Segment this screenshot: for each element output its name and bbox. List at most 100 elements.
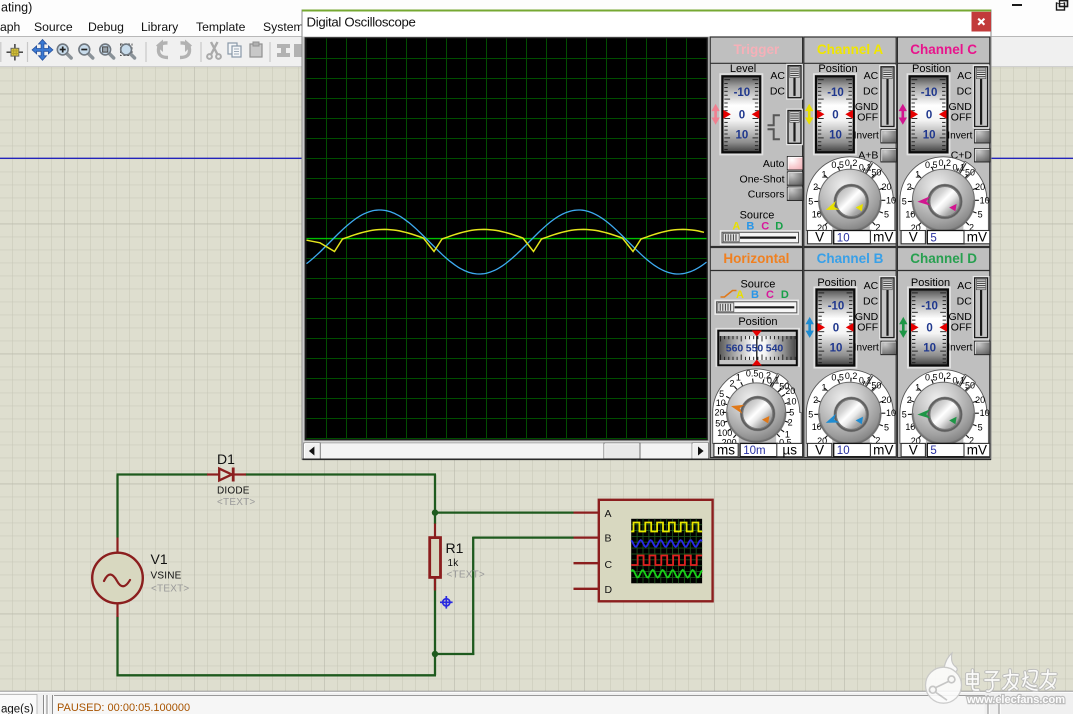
svg-text:mV: mV (873, 442, 893, 457)
svg-text:10: 10 (905, 209, 915, 219)
svg-text:OFF: OFF (951, 112, 972, 124)
svg-text:20: 20 (817, 223, 827, 233)
svg-text:50: 50 (965, 381, 975, 391)
svg-text:0.5: 0.5 (831, 160, 844, 170)
svg-text:10: 10 (830, 342, 843, 354)
svg-text:www.elecfans.com: www.elecfans.com (966, 694, 1065, 706)
svg-text:<TEXT>: <TEXT> (447, 570, 485, 581)
svg-text:20: 20 (785, 386, 795, 396)
svg-text:Invert: Invert (947, 131, 972, 142)
svg-text:GND: GND (948, 101, 972, 113)
svg-text:0.1: 0.1 (952, 163, 965, 173)
svg-text:5: 5 (930, 232, 936, 244)
svg-text:1k: 1k (448, 558, 460, 569)
svg-text:0: 0 (926, 109, 932, 121)
svg-text:<TEXT>: <TEXT> (217, 497, 255, 508)
svg-text:10m: 10m (743, 445, 765, 457)
svg-text:B: B (605, 533, 612, 545)
svg-text:AC: AC (770, 70, 785, 82)
svg-text:PAUSED: 00:00:05.100000: PAUSED: 00:00:05.100000 (57, 702, 190, 714)
svg-text:C: C (605, 559, 613, 571)
svg-text:GND: GND (948, 311, 972, 323)
svg-text:1: 1 (785, 429, 790, 439)
svg-text:540: 540 (766, 342, 784, 354)
svg-text:Source: Source (740, 278, 775, 290)
svg-text:VSINE: VSINE (151, 571, 182, 582)
svg-text:5: 5 (930, 445, 936, 457)
svg-text:Invert: Invert (854, 342, 879, 353)
svg-text:D1: D1 (217, 451, 235, 467)
svg-text:OFF: OFF (951, 322, 972, 334)
svg-text:2: 2 (969, 435, 974, 445)
svg-text:20: 20 (975, 395, 985, 405)
svg-text:Trigger: Trigger (734, 42, 781, 57)
svg-text:DC: DC (863, 296, 879, 308)
svg-text:0.1: 0.1 (859, 375, 872, 385)
svg-text:OFF: OFF (857, 322, 878, 334)
svg-text:mV: mV (967, 230, 987, 245)
svg-text:10: 10 (837, 232, 850, 244)
svg-text:1: 1 (736, 373, 741, 383)
svg-text:Channel A: Channel A (817, 42, 884, 57)
svg-text:aph: aph (0, 20, 20, 34)
svg-text:200: 200 (722, 437, 737, 447)
svg-text:50: 50 (779, 381, 789, 391)
svg-text:Horizontal: Horizontal (723, 251, 789, 266)
svg-text:10: 10 (905, 422, 915, 432)
svg-text:age(s): age(s) (1, 704, 34, 714)
svg-text:Auto: Auto (763, 158, 785, 170)
svg-text:5: 5 (902, 197, 907, 207)
svg-text:Position: Position (817, 277, 856, 289)
svg-text:V: V (815, 442, 824, 457)
svg-text:D: D (781, 289, 789, 301)
svg-text:1: 1 (915, 170, 920, 180)
svg-text:R1: R1 (446, 540, 464, 556)
svg-text:Library: Library (141, 20, 179, 34)
svg-text:5: 5 (808, 410, 813, 420)
svg-text:Digital Oscilloscope: Digital Oscilloscope (307, 15, 416, 30)
svg-text:10: 10 (829, 129, 842, 141)
svg-text:0.5: 0.5 (925, 373, 938, 383)
svg-text:V1: V1 (151, 551, 168, 567)
svg-text:A: A (736, 289, 744, 301)
svg-text:0.5: 0.5 (779, 438, 792, 448)
svg-text:0: 0 (926, 322, 932, 334)
svg-text:B: B (751, 289, 759, 301)
svg-text:0.1: 0.1 (952, 375, 965, 385)
svg-text:Position: Position (818, 63, 857, 75)
svg-text:Source: Source (34, 20, 73, 34)
svg-text:Position: Position (738, 316, 777, 328)
svg-text:-10: -10 (921, 87, 938, 99)
svg-text:2: 2 (907, 395, 912, 405)
svg-text:560: 560 (726, 342, 744, 354)
svg-text:µs: µs (782, 442, 797, 457)
svg-text:DC: DC (863, 86, 879, 98)
svg-text:10: 10 (923, 342, 936, 354)
svg-text:Template: Template (196, 20, 246, 34)
svg-text:0.2: 0.2 (938, 158, 951, 168)
svg-text:0: 0 (833, 322, 839, 334)
svg-text:10: 10 (923, 129, 936, 141)
svg-text:DC: DC (957, 296, 973, 308)
svg-text:V: V (909, 442, 918, 457)
svg-text:5: 5 (719, 389, 724, 399)
svg-text:0.5: 0.5 (831, 373, 844, 383)
svg-text:C: C (766, 289, 774, 301)
svg-text:A: A (732, 221, 740, 233)
svg-text:<TEXT>: <TEXT> (151, 584, 189, 595)
svg-text:Cursors: Cursors (748, 189, 785, 201)
svg-text:10: 10 (980, 408, 990, 418)
svg-text:Position: Position (912, 63, 951, 75)
svg-text:5: 5 (978, 209, 983, 219)
svg-text:-10: -10 (828, 300, 845, 312)
svg-text:AC: AC (957, 280, 972, 292)
svg-text:DC: DC (770, 86, 786, 98)
svg-text:Channel D: Channel D (910, 251, 977, 266)
svg-text:2: 2 (813, 395, 818, 405)
svg-text:Channel C: Channel C (910, 42, 977, 57)
svg-text:DC: DC (957, 86, 973, 98)
svg-text:0.5: 0.5 (925, 160, 938, 170)
svg-text:ms: ms (717, 442, 735, 457)
svg-text:2: 2 (788, 418, 793, 428)
svg-text:50: 50 (871, 168, 881, 178)
